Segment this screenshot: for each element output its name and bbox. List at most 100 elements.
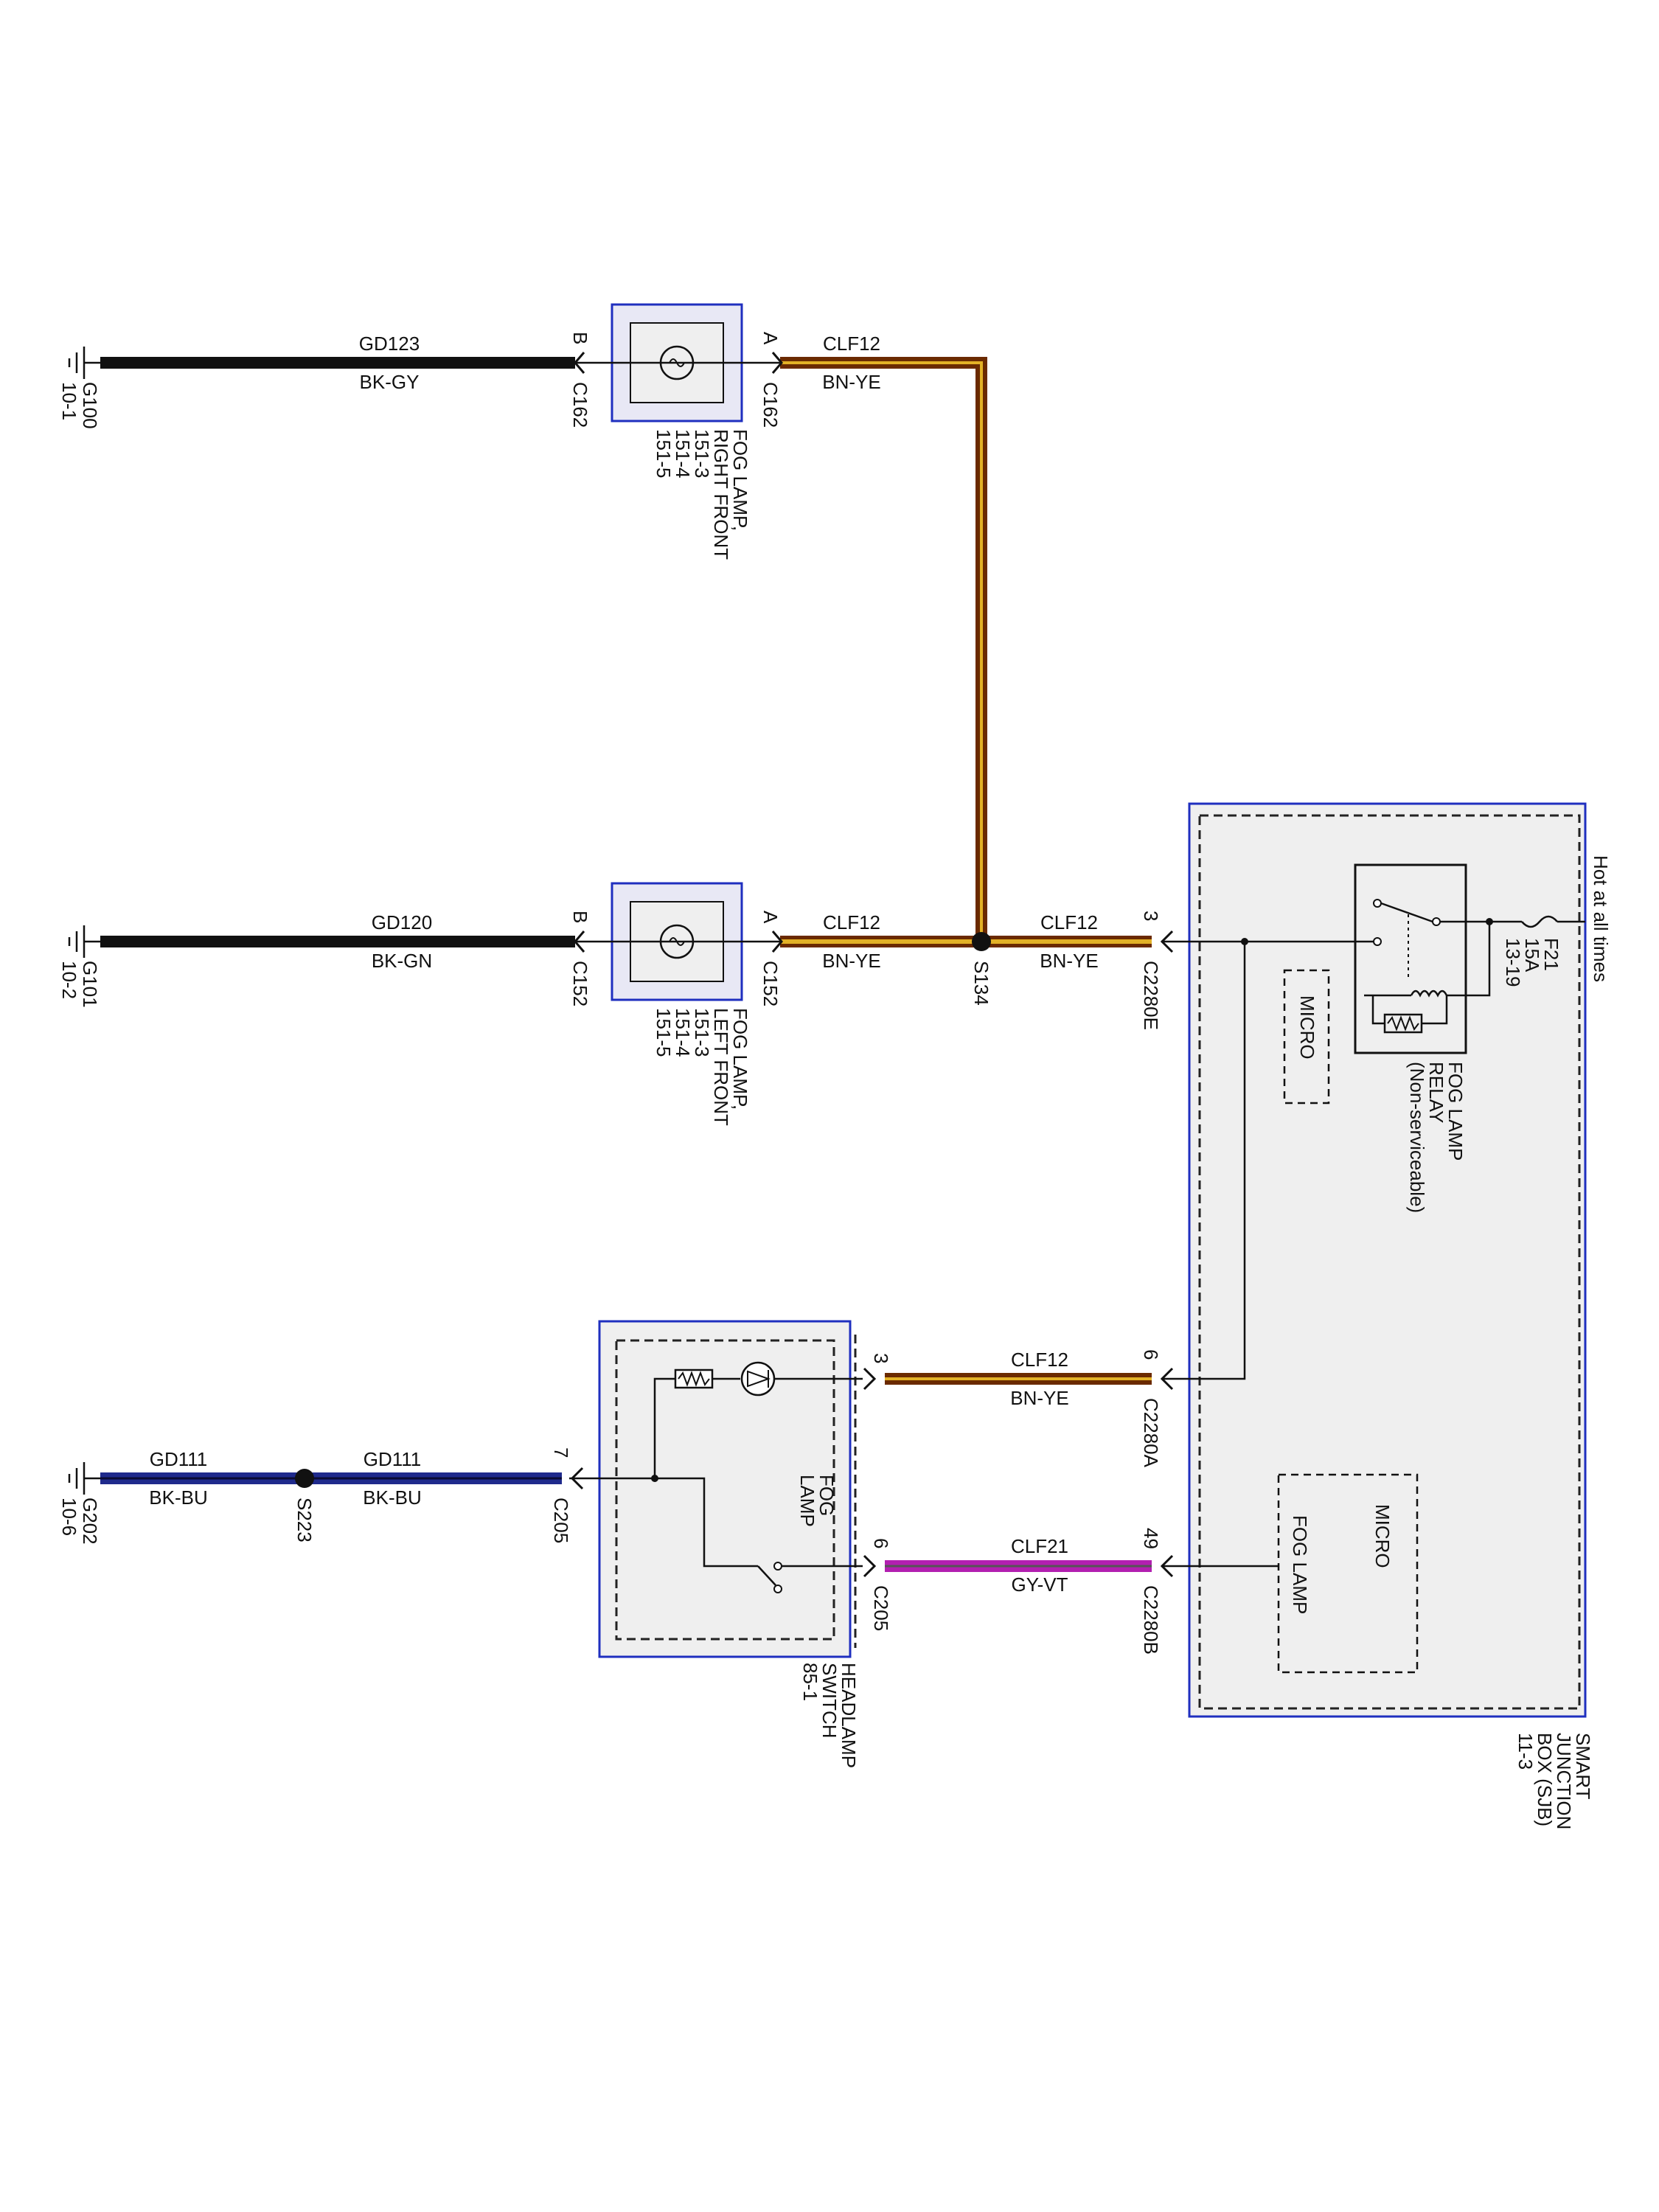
sjb-line-to-c2280a bbox=[1161, 942, 1246, 1380]
fog-lamp-rf-line-4: 151-4 bbox=[672, 429, 694, 479]
splice-s223 bbox=[295, 1469, 314, 1488]
switch-resistor-zigzag bbox=[678, 1371, 710, 1387]
wire-w5-color: BN-YE bbox=[1040, 950, 1098, 972]
fog-lamp-lf-line-3: 151-3 bbox=[691, 1008, 713, 1057]
c152-b-connector-icon bbox=[574, 931, 585, 953]
c205-left-connector-icon bbox=[570, 1467, 584, 1490]
relay-switch-blade bbox=[1380, 902, 1433, 923]
relay-resistor-zigzag bbox=[1387, 1015, 1419, 1032]
fuse-line-2: 15A bbox=[1521, 938, 1543, 973]
wire-w5-circuit: CLF12 bbox=[1040, 911, 1098, 933]
wire-w4-color: BN-YE bbox=[822, 950, 880, 972]
sjb-line-1: SMART bbox=[1572, 1733, 1594, 1800]
c2280e-connector-icon bbox=[1160, 930, 1174, 953]
sjb-node bbox=[1241, 938, 1248, 945]
fuse-f21-icon bbox=[1521, 915, 1558, 928]
wire-w8-color: BK-BU bbox=[363, 1486, 421, 1509]
relay-resistor-leads-2 bbox=[1371, 995, 1385, 1025]
sjb-line-2: JUNCTION bbox=[1553, 1733, 1575, 1829]
wire-gd120-color: BK-GN bbox=[372, 950, 432, 972]
fog-switch-contact-a bbox=[773, 1562, 782, 1571]
c2280b-connector-icon bbox=[1160, 1554, 1174, 1578]
c2280b-name: C2280B bbox=[1140, 1585, 1162, 1655]
c205-right6-name: C205 bbox=[870, 1585, 892, 1631]
c2280e-pin: 3 bbox=[1140, 911, 1162, 921]
wire-w6-color: BN-YE bbox=[1010, 1387, 1068, 1409]
c152-b-pin: B bbox=[569, 911, 591, 923]
wire-w2-color: BN-YE bbox=[822, 371, 880, 393]
relay-line-3: (Non-serviceable) bbox=[1406, 1062, 1428, 1213]
wire-w7-color: BK-BU bbox=[149, 1486, 207, 1509]
sjb-line-4: 11-3 bbox=[1514, 1733, 1537, 1770]
relay-coil-icon bbox=[1410, 990, 1448, 998]
ground-g100-icon bbox=[68, 347, 100, 379]
c152-a-pin: A bbox=[759, 911, 782, 924]
wire-w2-circuit: CLF12 bbox=[823, 333, 880, 355]
ground-g101-name: G101 bbox=[79, 961, 101, 1008]
switch-internal-line-top bbox=[653, 1377, 675, 1478]
splice-s134 bbox=[972, 932, 991, 951]
relay-line-2: RELAY bbox=[1425, 1062, 1447, 1123]
c152-a-connector-icon bbox=[771, 931, 783, 953]
ground-g100-ref: 10-1 bbox=[58, 382, 80, 420]
headlamp-switch-label: HEADLAMP SWITCH 85-1 bbox=[799, 1663, 860, 1768]
ground-g202-ref: 10-6 bbox=[58, 1498, 80, 1536]
c162-b-name: C162 bbox=[569, 382, 591, 428]
c162-b-pin: B bbox=[569, 332, 591, 344]
relay-contact-2 bbox=[1373, 937, 1382, 946]
fog-lamp-relay-label: FOG LAMP RELAY (Non-serviceable) bbox=[1406, 1062, 1467, 1213]
wire-gd123-circuit: GD123 bbox=[359, 333, 420, 355]
c2280e-name: C2280E bbox=[1140, 961, 1162, 1030]
switch-fog-lamp-label: FOG LAMP bbox=[796, 1475, 838, 1527]
fog-lamp-lf-line-4: 151-4 bbox=[672, 1008, 694, 1057]
fog-lamp-rf-line-3: 151-3 bbox=[691, 429, 713, 479]
c2280a-connector-icon bbox=[1160, 1367, 1174, 1391]
fog-lamp-lf-label: FOG LAMP, LEFT FRONT 151-3 151-4 151-5 bbox=[653, 1008, 751, 1126]
ground-g100-name: G100 bbox=[79, 382, 101, 429]
indicator-lamp-triangle bbox=[747, 1370, 771, 1388]
c2280a-pin: 6 bbox=[1140, 1349, 1162, 1360]
fog-lamp-rf-line-2: RIGHT FRONT bbox=[710, 429, 732, 560]
headlamp-switch-line-3: 85-1 bbox=[799, 1663, 821, 1701]
c205-right6-connector-icon bbox=[863, 1554, 877, 1578]
headlamp-switch-line-1: HEADLAMP bbox=[838, 1663, 860, 1768]
sjb-inner-dashed bbox=[1198, 814, 1581, 1710]
micro-top-label: MICRO bbox=[1296, 995, 1318, 1060]
fuse-line-3: 13-19 bbox=[1502, 938, 1524, 987]
c162-a-pin: A bbox=[759, 332, 782, 345]
c205-left-pin: 7 bbox=[550, 1447, 572, 1458]
wire-clf12-rf-stripe bbox=[780, 361, 983, 942]
switch-fog-line-1: FOG bbox=[815, 1475, 838, 1516]
fog-lamp-rf-line-5: 151-5 bbox=[653, 429, 675, 479]
c2280a-name: C2280A bbox=[1140, 1398, 1162, 1468]
c205-right6-pin: 6 bbox=[870, 1538, 892, 1548]
switch-fog-line-2: LAMP bbox=[796, 1475, 818, 1527]
wire-clf12-rf bbox=[780, 357, 987, 942]
wire-w9-circuit: CLF21 bbox=[1011, 1535, 1068, 1557]
wire-w6-circuit: CLF12 bbox=[1011, 1349, 1068, 1371]
switch-resistor-icon bbox=[674, 1368, 714, 1389]
fog-switch-contact-b bbox=[773, 1585, 782, 1593]
relay-resistor-leads bbox=[1422, 995, 1448, 1025]
micro-fog-lamp-input-label: FOG LAMP bbox=[1289, 1515, 1311, 1614]
ground-g202-icon bbox=[68, 1462, 100, 1495]
fog-lamp-lf-line-2: LEFT FRONT bbox=[710, 1008, 732, 1126]
fog-lamp-lf-line-5: 151-5 bbox=[653, 1008, 675, 1057]
splice-s223-label: S223 bbox=[293, 1498, 316, 1543]
sjb-label: SMART JUNCTION BOX (SJB) 11-3 bbox=[1514, 1733, 1594, 1829]
c205-right3-connector-icon bbox=[863, 1367, 877, 1391]
switch-internal-line-bottom bbox=[569, 1477, 758, 1568]
ground-g202-name: G202 bbox=[79, 1498, 101, 1545]
headlamp-switch-box bbox=[598, 1320, 852, 1658]
relay-coil-wire bbox=[1447, 922, 1491, 997]
headlamp-switch-line-2: SWITCH bbox=[818, 1663, 841, 1739]
fuse-line-1: F21 bbox=[1540, 938, 1562, 971]
headlamp-switch-inner-dashed bbox=[615, 1339, 835, 1641]
wire-w9-color: GY-VT bbox=[1011, 1573, 1068, 1596]
splice-s134-label: S134 bbox=[970, 961, 992, 1006]
fog-lamp-rf-label: FOG LAMP, RIGHT FRONT 151-3 151-4 151-5 bbox=[653, 429, 751, 560]
relay-line-1: FOG LAMP bbox=[1444, 1062, 1467, 1161]
c152-b-name: C152 bbox=[569, 961, 591, 1006]
relay-contact-1 bbox=[1373, 899, 1382, 908]
fog-lamp-lf-line-1: FOG LAMP, bbox=[729, 1008, 751, 1110]
